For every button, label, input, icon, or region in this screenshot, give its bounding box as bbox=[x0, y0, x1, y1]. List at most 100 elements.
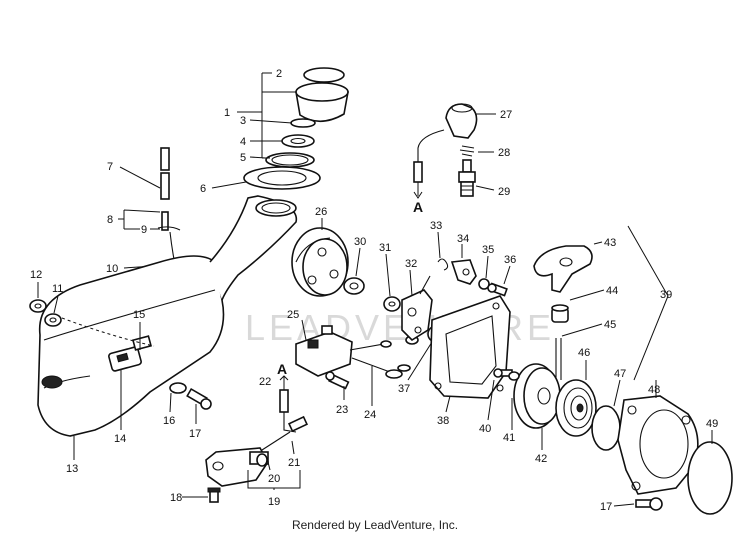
spring-33[interactable] bbox=[437, 258, 449, 271]
callout-5: 5 bbox=[240, 152, 246, 164]
screw-18[interactable] bbox=[207, 487, 221, 503]
recoil-spring-46[interactable] bbox=[555, 379, 597, 437]
leader-29 bbox=[475, 185, 495, 191]
leader-11 bbox=[53, 295, 59, 314]
callout-42: 42 bbox=[535, 453, 547, 465]
rope-insert-44[interactable] bbox=[551, 304, 569, 323]
callout-12: 12 bbox=[30, 269, 42, 281]
callout-19: 19 bbox=[268, 496, 280, 508]
reference-A-upper: A bbox=[413, 199, 423, 215]
callout-47: 47 bbox=[614, 368, 626, 380]
callout-39: 39 bbox=[660, 289, 672, 301]
fuel-filter-bracket[interactable] bbox=[108, 335, 153, 372]
leader-44 bbox=[569, 289, 605, 301]
callout-30: 30 bbox=[354, 236, 366, 248]
reference-A-lower: A bbox=[277, 361, 287, 377]
spark-plug-29[interactable] bbox=[458, 159, 476, 197]
screw-36[interactable] bbox=[487, 282, 508, 297]
cover-49[interactable] bbox=[687, 441, 733, 515]
fuel-cap-assembly[interactable] bbox=[243, 67, 349, 190]
callout-15: 15 bbox=[133, 309, 145, 321]
callout-22: 22 bbox=[259, 376, 271, 388]
callout-33: 33 bbox=[430, 220, 442, 232]
bracket-39 bbox=[627, 225, 669, 381]
callout-26: 26 bbox=[315, 206, 327, 218]
leader-17b bbox=[613, 503, 635, 507]
callout-24: 24 bbox=[364, 409, 376, 421]
callout-40: 40 bbox=[479, 423, 491, 435]
leader-36 bbox=[503, 265, 511, 285]
callout-10: 10 bbox=[106, 263, 118, 275]
leader-21 bbox=[291, 440, 295, 455]
arrow-A-upper bbox=[413, 182, 423, 199]
starter-rope-45[interactable] bbox=[555, 338, 562, 380]
callout-14: 14 bbox=[114, 433, 126, 445]
leader-35 bbox=[485, 255, 489, 279]
callout-1: 1 bbox=[224, 107, 230, 119]
callout-32: 32 bbox=[405, 258, 417, 270]
leader-37 bbox=[407, 341, 433, 381]
starter-pulley-42[interactable] bbox=[513, 363, 561, 429]
callout-48: 48 bbox=[648, 384, 660, 396]
callout-8: 8 bbox=[107, 214, 113, 226]
callout-27: 27 bbox=[500, 109, 512, 121]
ignition-module-19[interactable] bbox=[205, 447, 269, 487]
callout-9: 9 bbox=[141, 224, 147, 236]
leader-38 bbox=[445, 395, 451, 413]
starter-housing-48[interactable] bbox=[617, 395, 699, 495]
callout-44: 44 bbox=[606, 285, 618, 297]
screw-17b[interactable] bbox=[635, 497, 663, 511]
callout-2: 2 bbox=[276, 68, 282, 80]
leader-47 bbox=[613, 379, 621, 407]
callout-31: 31 bbox=[379, 242, 391, 254]
washers-11-12[interactable] bbox=[29, 299, 62, 327]
callout-21: 21 bbox=[288, 457, 300, 469]
disc-47[interactable] bbox=[591, 405, 621, 451]
callout-13: 13 bbox=[66, 463, 78, 475]
spring-terminal-28[interactable] bbox=[459, 145, 475, 157]
callout-43: 43 bbox=[604, 237, 616, 249]
flywheel-26[interactable] bbox=[291, 227, 349, 297]
spark-wire-21-22[interactable] bbox=[261, 389, 309, 451]
screw-16-17[interactable] bbox=[169, 382, 212, 410]
callout-41: 41 bbox=[503, 432, 515, 444]
leader-33 bbox=[437, 231, 441, 259]
leader-19 bbox=[247, 470, 301, 490]
callout-17-a: 17 bbox=[189, 428, 201, 440]
callout-38: 38 bbox=[437, 415, 449, 427]
callout-28: 28 bbox=[498, 147, 510, 159]
washer-30[interactable] bbox=[343, 277, 365, 295]
callout-35: 35 bbox=[482, 244, 494, 256]
leader-16 bbox=[169, 392, 172, 413]
washer-31[interactable] bbox=[383, 296, 401, 312]
dashed-line-tank bbox=[61, 317, 155, 347]
leader-43 bbox=[593, 241, 603, 245]
spark-plug-boot-27[interactable] bbox=[445, 103, 478, 139]
leader-31 bbox=[385, 253, 391, 297]
callout-16: 16 bbox=[163, 415, 175, 427]
grommet-20[interactable] bbox=[256, 453, 268, 467]
callout-36: 36 bbox=[504, 254, 516, 266]
bracket-32[interactable] bbox=[401, 275, 433, 342]
ignition-lead-A[interactable] bbox=[413, 129, 445, 183]
callout-labels: 2 1 3 4 5 6 7 8 9 10 11 12 13 14 15 16 1… bbox=[30, 68, 718, 513]
fuel-line[interactable] bbox=[157, 147, 181, 271]
callout-23: 23 bbox=[336, 404, 348, 416]
starter-handle-43[interactable] bbox=[533, 245, 593, 293]
washer-35[interactable] bbox=[478, 278, 490, 290]
callout-45: 45 bbox=[604, 319, 616, 331]
gasket-38[interactable] bbox=[429, 295, 511, 399]
callout-6: 6 bbox=[200, 183, 206, 195]
fuel-tank[interactable] bbox=[37, 195, 298, 437]
callout-7: 7 bbox=[107, 161, 113, 173]
footer-credit: Rendered by LeadVenture, Inc. bbox=[291, 518, 459, 532]
screw-40[interactable] bbox=[493, 368, 520, 381]
callout-49: 49 bbox=[706, 418, 718, 430]
callout-17-b: 17 bbox=[600, 501, 612, 513]
screw-23[interactable] bbox=[325, 371, 350, 390]
callout-34: 34 bbox=[457, 233, 469, 245]
lever-34[interactable] bbox=[450, 259, 477, 285]
callout-group-1-leaders bbox=[211, 72, 296, 189]
